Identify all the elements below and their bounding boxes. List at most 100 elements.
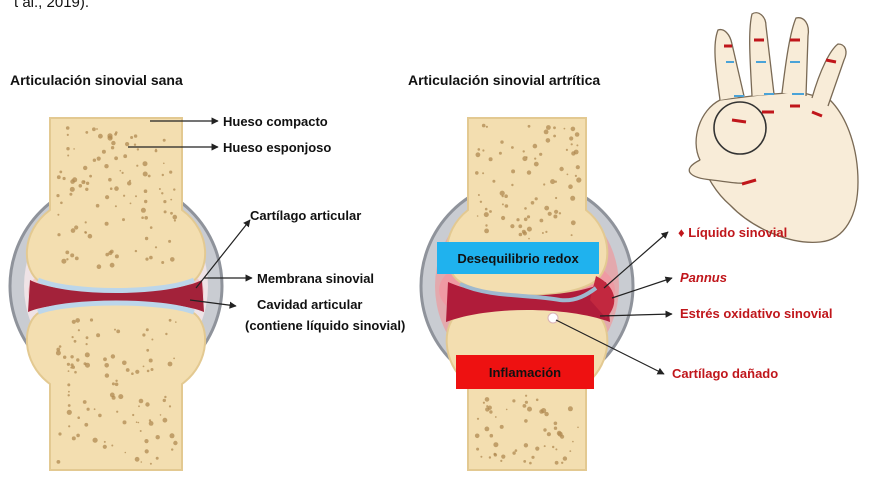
bone-texture-dot bbox=[173, 188, 175, 190]
bone-texture-dot bbox=[511, 146, 514, 149]
bone-texture-dot bbox=[150, 463, 152, 465]
label-cartilago-articular: Cartílago articular bbox=[250, 208, 361, 223]
bone-texture-dot bbox=[96, 204, 100, 208]
bone-texture-dot bbox=[571, 220, 576, 225]
bone-texture-dot bbox=[114, 133, 117, 136]
bone-texture-dot bbox=[115, 254, 119, 258]
bone-texture-dot bbox=[544, 130, 549, 135]
bone-texture-dot bbox=[170, 433, 175, 438]
bone-texture-dot bbox=[122, 218, 125, 221]
bone-texture-dot bbox=[568, 184, 573, 189]
bone-texture-dot bbox=[145, 237, 148, 240]
bone-texture-dot bbox=[83, 166, 87, 170]
bone-texture-dot bbox=[553, 135, 556, 138]
bone-texture-dot bbox=[139, 399, 144, 404]
bone-texture-dot bbox=[111, 354, 115, 358]
bone-texture-dot bbox=[116, 330, 120, 334]
bone-texture-dot bbox=[102, 150, 106, 154]
bone-texture-dot bbox=[554, 422, 558, 426]
bone-texture-dot bbox=[56, 194, 59, 197]
bone-texture-dot bbox=[569, 136, 573, 140]
bone-texture-dot bbox=[527, 215, 530, 218]
bone-texture-dot bbox=[63, 356, 66, 359]
bone-texture-dot bbox=[90, 318, 93, 321]
label-cavidad-articular: Cavidad articular bbox=[257, 297, 363, 312]
bone-texture-dot bbox=[155, 246, 157, 248]
bone-texture-dot bbox=[68, 391, 70, 393]
bone-texture-dot bbox=[501, 455, 505, 459]
bone-texture-dot bbox=[69, 193, 72, 196]
bone-texture-dot bbox=[63, 177, 66, 180]
bone-texture-dot bbox=[484, 212, 489, 217]
bone-texture-dot bbox=[482, 172, 484, 174]
bone-texture-dot bbox=[85, 363, 90, 368]
bone-texture-dot bbox=[531, 456, 534, 459]
bone-texture-dot bbox=[555, 448, 557, 450]
bone-texture-dot bbox=[61, 259, 66, 264]
bone-texture-dot bbox=[141, 461, 143, 463]
bone-texture-dot bbox=[93, 438, 98, 443]
bone-texture-dot bbox=[136, 165, 138, 167]
bone-texture-dot bbox=[550, 179, 555, 184]
bone-texture-dot bbox=[500, 191, 505, 196]
bone-texture-dot bbox=[57, 460, 61, 464]
bone-texture-dot bbox=[525, 401, 528, 404]
bone-texture-dot bbox=[484, 229, 489, 234]
bone-texture-dot bbox=[73, 148, 75, 150]
bone-texture-dot bbox=[114, 156, 118, 160]
bone-texture-dot bbox=[135, 250, 137, 252]
bone-texture-dot bbox=[539, 153, 542, 156]
bone-texture-dot bbox=[72, 336, 74, 338]
bone-texture-dot bbox=[98, 414, 102, 418]
bone-texture-dot bbox=[528, 125, 531, 128]
bone-texture-dot bbox=[170, 257, 175, 262]
bone-texture-dot bbox=[544, 445, 546, 447]
healthy-joint bbox=[10, 118, 222, 470]
bone-texture-dot bbox=[553, 215, 557, 219]
bone-texture-dot bbox=[568, 406, 573, 411]
bone-texture-dot bbox=[571, 143, 573, 145]
bone-texture-dot bbox=[71, 228, 76, 233]
bone-texture-dot bbox=[480, 201, 482, 203]
bone-texture-dot bbox=[511, 184, 513, 186]
bone-texture-dot bbox=[77, 416, 80, 419]
bone-texture-dot bbox=[164, 396, 166, 398]
bone-texture-dot bbox=[85, 188, 88, 191]
bone-texture-dot bbox=[67, 363, 70, 366]
bone-texture-dot bbox=[148, 175, 151, 178]
arthritic-joint-title: Articulación sinovial artrítica bbox=[408, 72, 600, 88]
bone-texture-dot bbox=[575, 132, 580, 137]
bone-texture-dot bbox=[535, 447, 539, 451]
bone-texture-dot bbox=[535, 197, 538, 200]
bone-texture-dot bbox=[173, 215, 178, 220]
bone-texture-dot bbox=[125, 142, 129, 146]
arthritic-joint bbox=[421, 118, 633, 470]
bone-texture-dot bbox=[561, 462, 563, 464]
bone-texture-dot bbox=[554, 210, 558, 214]
bone-texture-dot bbox=[143, 161, 148, 166]
bone-texture-dot bbox=[58, 432, 61, 435]
bone-texture-dot bbox=[544, 206, 549, 211]
bone-texture-dot bbox=[68, 404, 71, 407]
bone-texture-dot bbox=[59, 345, 62, 348]
bone-texture-dot bbox=[112, 382, 115, 385]
bone-texture-dot bbox=[564, 128, 566, 130]
bone-texture-dot bbox=[492, 180, 495, 183]
bone-texture-dot bbox=[566, 149, 568, 151]
bone-texture-dot bbox=[163, 399, 166, 402]
bone-texture-dot bbox=[125, 452, 127, 454]
bone-texture-dot bbox=[560, 435, 564, 439]
bone-texture-dot bbox=[553, 126, 556, 129]
bone-texture-dot bbox=[569, 450, 571, 452]
bone-texture-dot bbox=[563, 456, 567, 460]
bone-texture-dot bbox=[527, 407, 532, 412]
bone-texture-dot bbox=[546, 125, 551, 130]
bone-texture-dot bbox=[118, 394, 123, 399]
bone-texture-dot bbox=[79, 184, 83, 188]
bone-texture-dot bbox=[169, 319, 172, 322]
bone-texture-dot bbox=[66, 258, 68, 260]
bone-texture-dot bbox=[110, 187, 113, 190]
bone-texture-dot bbox=[534, 158, 536, 160]
bone-texture-dot bbox=[163, 139, 166, 142]
bone-texture-dot bbox=[149, 421, 154, 426]
